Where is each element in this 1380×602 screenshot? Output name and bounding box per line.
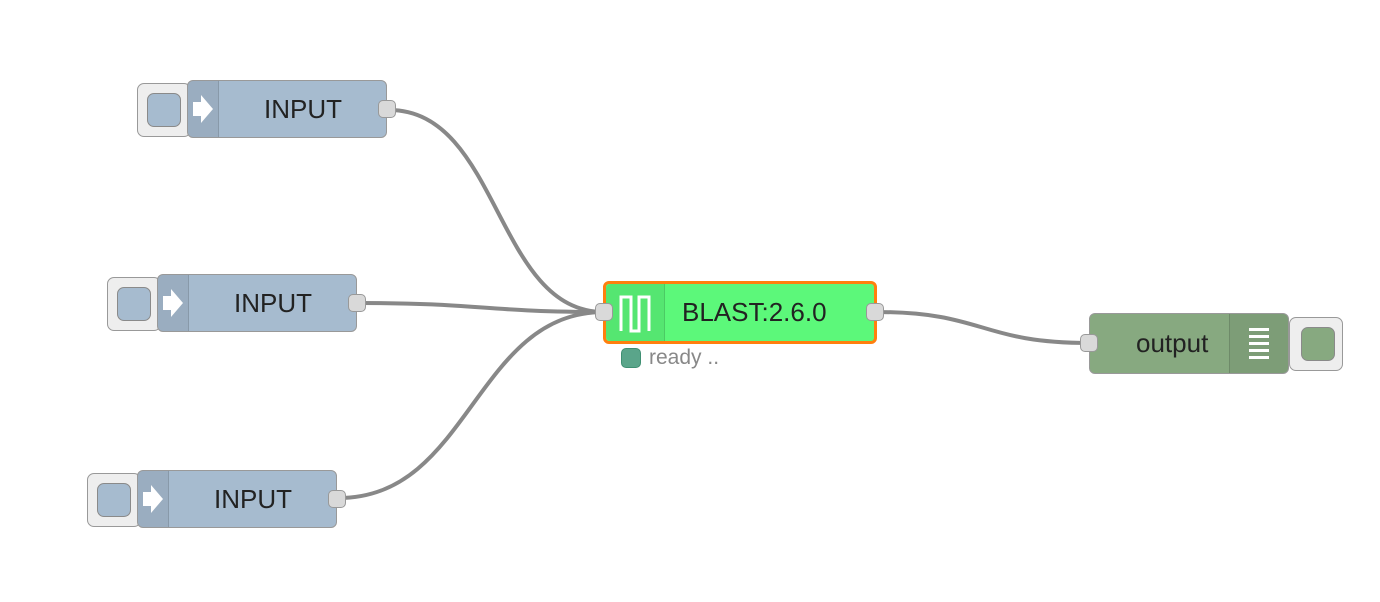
input-node-label: INPUT: [214, 483, 292, 514]
output-node[interactable]: output: [1089, 313, 1289, 374]
status-text: ready ..: [649, 346, 720, 369]
input-node-2-output-port[interactable]: [348, 294, 366, 312]
inject-icon-box: [188, 81, 219, 137]
wire-blast-to-output[interactable]: [875, 310, 1090, 345]
list-lines-icon: [1249, 327, 1269, 359]
wire-input-2-to-blast[interactable]: [358, 301, 605, 314]
inject-icon-box: [138, 471, 169, 527]
input-node-label: INPUT: [234, 287, 312, 318]
debug-toggle-button[interactable]: [1289, 317, 1343, 371]
arrow-right-icon: [143, 485, 163, 513]
inject-trigger-2[interactable]: [117, 287, 151, 321]
input-node-3[interactable]: INPUT: [137, 470, 337, 528]
exec-icon-box: [606, 284, 665, 341]
debug-icon-box: [1229, 314, 1288, 373]
wire-input-1-to-blast[interactable]: [388, 108, 605, 314]
arrow-right-icon: [163, 289, 183, 317]
output-node-input-port[interactable]: [1080, 334, 1098, 352]
blast-node-status: ready ..: [621, 346, 719, 370]
status-dot: [621, 348, 641, 368]
debug-toggle[interactable]: [1301, 327, 1335, 361]
blast-node-input-port[interactable]: [595, 303, 613, 321]
output-node-label: output: [1136, 328, 1209, 358]
input-node-1[interactable]: INPUT: [187, 80, 387, 138]
blast-node[interactable]: BLAST:2.6.0: [603, 281, 877, 344]
inject-button-3[interactable]: [87, 473, 141, 527]
input-node-2[interactable]: INPUT: [157, 274, 357, 332]
blast-node-output-port[interactable]: [866, 303, 884, 321]
inject-trigger-3[interactable]: [97, 483, 131, 517]
pulse-wave-icon: [619, 295, 651, 332]
input-node-3-output-port[interactable]: [328, 490, 346, 508]
wire-input-3-to-blast[interactable]: [338, 310, 605, 500]
inject-icon-box: [158, 275, 189, 331]
inject-trigger-1[interactable]: [147, 93, 181, 127]
blast-node-label: BLAST:2.6.0: [682, 297, 827, 327]
inject-button-2[interactable]: [107, 277, 161, 331]
arrow-right-icon: [193, 95, 213, 123]
input-node-1-output-port[interactable]: [378, 100, 396, 118]
input-node-label: INPUT: [264, 93, 342, 124]
inject-button-1[interactable]: [137, 83, 191, 137]
